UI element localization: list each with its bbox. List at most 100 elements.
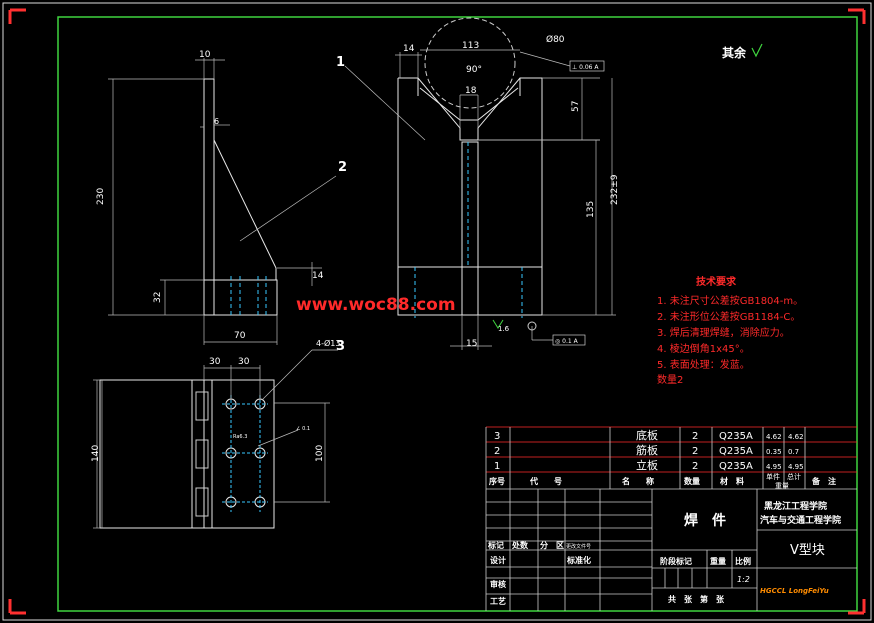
dim-6: 6 (214, 117, 219, 126)
tb-weight: 重量 (710, 556, 726, 566)
tb-scale-value: 1:2 (737, 575, 750, 584)
side-view (344, 17, 616, 350)
svg-text:Q235A: Q235A (719, 461, 753, 472)
tech-item: 2. 未注形位公差按GB1184-C。 (657, 310, 800, 323)
svg-text:总计: 总计 (787, 472, 801, 481)
dim-232: 232±9 (610, 174, 620, 205)
tech-item: 数量2 (657, 373, 683, 386)
tb-count: 处数 (511, 540, 529, 550)
svg-text:其余: 其余 (722, 45, 747, 60)
dim-230: 230 (96, 188, 106, 205)
svg-text:2: 2 (692, 461, 698, 472)
svg-text:4.95: 4.95 (766, 463, 782, 471)
dim-4-holes: 4-Ø13 (316, 338, 340, 348)
tech-item: 4. 棱边倒角1x45°。 (657, 342, 750, 355)
note-small-b: ∠ 0.1 (296, 426, 310, 432)
front-view (108, 58, 337, 345)
svg-text:2: 2 (692, 446, 698, 457)
title-block-lines (486, 489, 857, 611)
svg-text:3: 3 (494, 431, 500, 442)
tech-item: 1. 未注尺寸公差按GB1804-m。 (657, 294, 803, 307)
svg-text:单件: 单件 (766, 472, 780, 481)
svg-text:4.62: 4.62 (766, 433, 782, 441)
dim-90deg: 90° (466, 65, 482, 75)
tb-change: 更改文件号 (566, 543, 591, 550)
dim-30-right: 30 (238, 357, 250, 367)
part-label-1: 1 (336, 55, 345, 70)
tb-design: 设计 (490, 555, 506, 565)
dim-30-left: 30 (209, 357, 221, 367)
part-label-3: 3 (336, 339, 345, 354)
svg-text:2: 2 (494, 446, 500, 457)
tech-title: 技术要求 (696, 275, 737, 288)
title-label: 焊 件 (684, 512, 726, 529)
watermark: www.woc88.com (296, 295, 456, 315)
svg-text:备 注: 备 注 (811, 476, 836, 486)
svg-text:筋板: 筋板 (636, 443, 658, 457)
svg-text:名 称: 名 称 (622, 476, 654, 486)
dim-15: 15 (466, 339, 477, 349)
dim-113: 113 (462, 41, 479, 51)
svg-text:序号: 序号 (489, 476, 505, 486)
bom-rows: 3 底板 2 Q235A 4.62 4.62 2 筋板 2 Q235A 0.35… (489, 428, 836, 490)
dim-70: 70 (234, 331, 246, 341)
bom-header: 序号 代 号 名 称 数量 材 料 单件 总计 重量 备 注 (489, 472, 836, 490)
svg-text:1.6: 1.6 (498, 325, 510, 333)
svg-text:材 料: 材 料 (720, 476, 744, 486)
drawing-name: V型块 (790, 543, 825, 558)
dim-100: 100 (315, 445, 325, 462)
svg-text:Q235A: Q235A (719, 446, 753, 457)
svg-text:⊥ 0.06 A: ⊥ 0.06 A (572, 64, 599, 71)
tb-stage: 阶段标记 (660, 556, 692, 566)
dim-57: 57 (571, 101, 581, 112)
svg-text:◎ 0.1 A: ◎ 0.1 A (555, 338, 579, 345)
corner-marks (8, 8, 866, 615)
bom-row: 2 筋板 2 Q235A 0.35 0.7 (494, 443, 799, 457)
svg-text:0.7: 0.7 (788, 448, 799, 456)
dim-32: 32 (153, 292, 163, 303)
dim-80: Ø80 (546, 34, 565, 45)
roughness-symbol: 1.6 (492, 319, 510, 333)
note-small-a: Ra6.3 (233, 434, 247, 440)
svg-text:重量: 重量 (775, 482, 789, 490)
tb-author-code: HGCCL LongFeiYu (760, 587, 829, 595)
svg-text:1: 1 (494, 461, 500, 472)
tb-scale: 比例 (735, 556, 751, 566)
svg-text:0.35: 0.35 (766, 448, 782, 456)
dim-18: 18 (465, 86, 477, 96)
datum-circle (527, 321, 537, 331)
part-label-2: 2 (338, 160, 347, 175)
tech-item: 3. 焊后清理焊缝，消除应力。 (657, 326, 790, 339)
school-name: 黑龙江工程学院 (764, 500, 827, 512)
tolerance-frame-top: ⊥ 0.06 A (569, 60, 605, 72)
svg-text:代 号: 代 号 (529, 476, 562, 486)
rest-roughness-note: 其余 (722, 43, 763, 60)
tb-review: 审核 (490, 579, 506, 589)
tb-mark: 标记 (487, 540, 504, 550)
dim-135: 135 (586, 201, 596, 218)
bom-row: 1 立板 2 Q235A 4.95 4.95 (494, 458, 804, 472)
tech-requirements: 技术要求 1. 未注尺寸公差按GB1804-m。 2. 未注形位公差按GB118… (657, 275, 803, 386)
svg-text:Q235A: Q235A (719, 431, 753, 442)
dept-name: 汽车与交通工程学院 (760, 514, 841, 526)
svg-text:立板: 立板 (636, 458, 658, 472)
svg-text:数量: 数量 (684, 476, 700, 486)
tb-craft: 工艺 (490, 596, 506, 606)
tb-sheets: 共 张 第 张 (668, 594, 725, 604)
tb-std: 标准化 (566, 555, 591, 565)
tolerance-frame-bottom: ◎ 0.1 A (552, 334, 586, 346)
bottom-view (93, 349, 338, 529)
tech-item: 5. 表面处理：发蓝。 (657, 358, 750, 371)
svg-text:4.62: 4.62 (788, 433, 804, 441)
svg-text:底板: 底板 (636, 428, 658, 442)
dim-14-side: 14 (403, 44, 415, 54)
frame-border (57, 16, 858, 612)
tb-zone: 分 区 (540, 540, 564, 550)
dim-140: 140 (91, 445, 101, 462)
bom-row: 3 底板 2 Q235A 4.62 4.62 (494, 428, 804, 442)
bom-table (485, 426, 857, 611)
svg-text:2: 2 (692, 431, 698, 442)
svg-text:4.95: 4.95 (788, 463, 804, 471)
